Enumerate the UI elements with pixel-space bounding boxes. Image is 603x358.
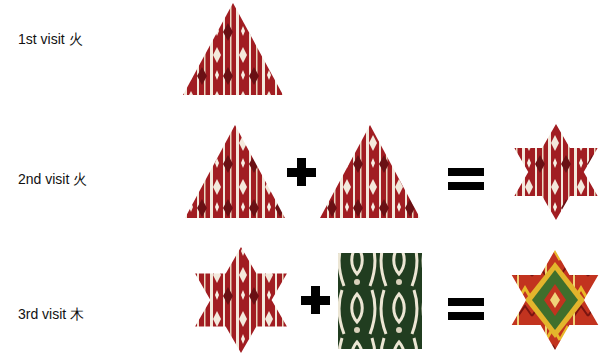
visit-label: 3rd visit 木 [18,306,84,323]
green-ikat-fabric [338,253,422,349]
ikat-triangle [320,125,420,218]
equals-sign [448,168,484,190]
ikat-triangle [183,3,283,95]
visit-label: 2nd visit 火 [18,171,87,188]
ikat-star [514,124,597,220]
ikat-star [195,247,287,353]
visit-label: 1st visit 火 [18,31,83,48]
plus-sign [301,286,330,314]
ikat-triangle [185,125,285,218]
plus-sign [287,158,316,186]
equals-sign [448,298,484,320]
mixed-ikat-star [505,245,603,355]
